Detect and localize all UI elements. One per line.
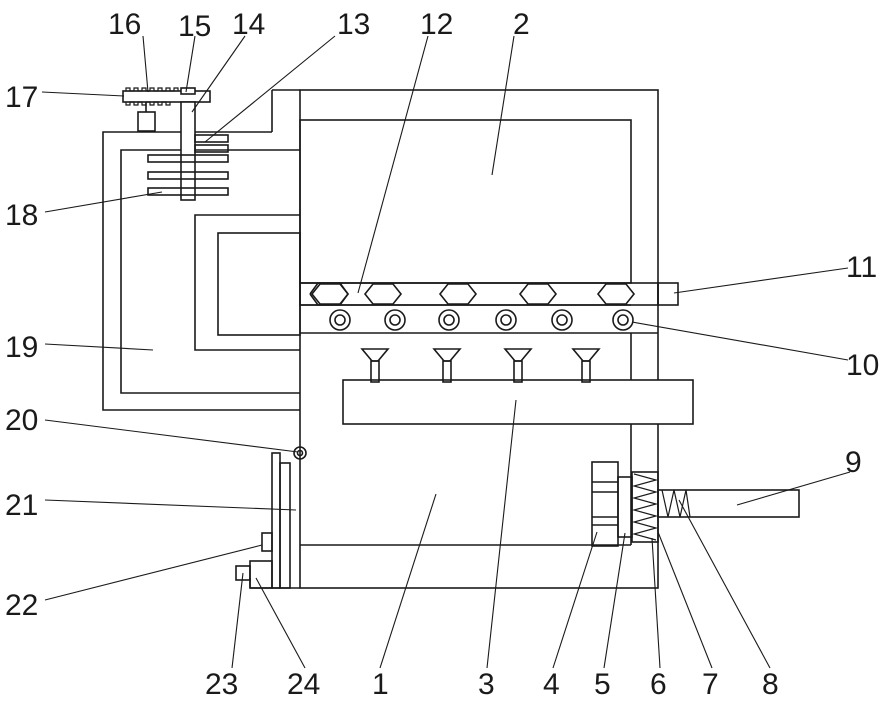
label-10: 10 (846, 349, 879, 382)
label-20: 20 (5, 404, 38, 437)
label-16: 16 (108, 8, 141, 41)
label-8: 8 (762, 668, 779, 701)
label-14: 14 (232, 8, 265, 41)
nozzle (434, 349, 460, 382)
label-11: 11 (846, 251, 877, 284)
label-5: 5 (594, 668, 611, 701)
conveyor (300, 283, 658, 333)
label-4: 4 (543, 668, 560, 701)
top-compartment (300, 120, 631, 283)
label-12: 12 (420, 8, 453, 41)
labels: 16 15 14 13 12 2 17 18 19 20 21 22 23 24… (5, 8, 879, 701)
nozzle (573, 349, 599, 382)
label-9: 9 (845, 446, 862, 479)
spring (634, 474, 656, 540)
leader-lines (42, 36, 850, 668)
label-13: 13 (337, 8, 370, 41)
right-mechanism (592, 462, 799, 546)
label-22: 22 (5, 589, 38, 622)
left-frame (103, 132, 300, 410)
label-1: 1 (372, 668, 389, 701)
main-housing (250, 90, 658, 588)
label-18: 18 (5, 199, 38, 232)
outlet-block (658, 283, 678, 305)
label-6: 6 (650, 668, 667, 701)
label-7: 7 (702, 668, 719, 701)
label-24: 24 (287, 668, 320, 701)
roller-row (330, 310, 633, 330)
label-15: 15 (178, 10, 211, 43)
nozzle (362, 349, 388, 382)
label-23: 23 (205, 668, 238, 701)
left-support (236, 447, 306, 588)
spray-bar (343, 349, 693, 424)
label-19: 19 (5, 331, 38, 364)
top-housing (272, 90, 300, 132)
label-21: 21 (5, 489, 38, 522)
label-17: 17 (5, 81, 38, 114)
nozzle (505, 349, 531, 382)
label-2: 2 (513, 8, 530, 41)
label-3: 3 (478, 668, 495, 701)
gear-assembly (123, 88, 228, 200)
